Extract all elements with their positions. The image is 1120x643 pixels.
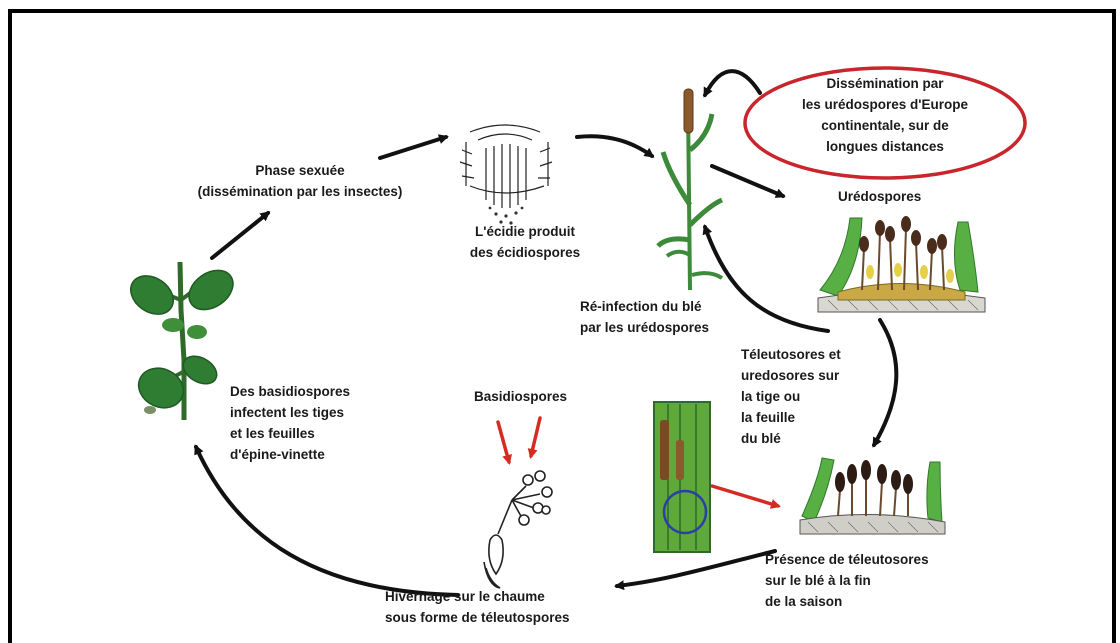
uredinium-icon [818,216,985,312]
basidio-infect-line-2: infectent les tiges [230,402,350,423]
arrow-ellipse-to-wheat [705,71,760,95]
reinfection-line-1: Ré-infection du blé [580,296,709,317]
dissemination-line-2: les urédospores d'Europe [760,94,1010,115]
basidio-infect-line-4: d'épine-vinette [230,444,350,465]
arrow-wheat-to-uredinium [712,166,783,196]
arrow-telium-to-hivernage [617,551,775,586]
reinfection-line-2: par les urédospores [580,317,709,338]
red-arrow-stem-to-telium [712,486,778,506]
aecium-icon [460,125,552,225]
phase-sexuee-line-1: Phase sexuée [150,160,450,181]
arrow-uredinium-to-telium [874,320,896,445]
phase-sexuee-label: Phase sexuée (dissémination par les inse… [150,160,450,202]
basidio-infect-line-3: et les feuilles [230,423,350,444]
arrow-hivernage-to-barberry [196,447,458,595]
basidium-icon [484,471,552,588]
presence-line-1: Présence de téleutosores [765,549,929,570]
dissemination-line-4: longues distances [760,136,1010,157]
wheat-plant-icon [658,89,722,290]
arrow-phase-to-aecium [380,137,446,158]
presence-line-2: sur le blé à la fin [765,570,929,591]
ecidie-line-1: L'écidie produit [440,221,610,242]
ecidie-line-2: des écidiospores [440,242,610,263]
hivernage-label: Hivernage sur le chaume sous forme de té… [385,586,570,628]
teleuto-line-4: la feuille [741,407,841,428]
teleuto-line-2: uredosores sur [741,365,841,386]
wheat-stem-icon [654,402,710,552]
red-arrow-basidiospore-1 [498,422,509,462]
dissemination-line-1: Dissémination par [760,73,1010,94]
basidiospores-infect-label: Des basidiospores infectent les tiges et… [230,381,350,465]
red-arrow-basidiospore-2 [531,418,540,456]
teleuto-line-5: du blé [741,428,841,449]
arrow-barberry-to-phase [212,213,268,258]
presence-line-3: de la saison [765,591,929,612]
arrow-aecium-to-wheat [577,136,652,156]
hivernage-line-2: sous forme de téleutospores [385,607,570,628]
dissemination-line-3: continentale, sur de [760,115,1010,136]
hivernage-line-1: Hivernage sur le chaume [385,586,570,607]
barberry-plant-icon [123,262,240,420]
basidio-infect-line-1: Des basidiospores [230,381,350,402]
arrow-reinfection [705,227,828,331]
basidiospores-label: Basidiospores [474,386,567,407]
teleuto-line-3: la tige ou [741,386,841,407]
dissemination-label: Dissémination par les urédospores d'Euro… [760,73,1010,157]
reinfection-label: Ré-infection du blé par les urédospores [580,296,709,338]
uredospores-label: Urédospores [838,186,921,207]
ecidie-label: L'écidie produit des écidiospores [440,221,610,263]
phase-sexuee-line-2: (dissémination par les insectes) [150,181,450,202]
presence-teleutosores-label: Présence de téleutosores sur le blé à la… [765,549,929,612]
teleutosores-uredosores-label: Téleutosores et uredosores sur la tige o… [741,344,841,449]
telium-icon [800,458,945,534]
teleuto-line-1: Téleutosores et [741,344,841,365]
